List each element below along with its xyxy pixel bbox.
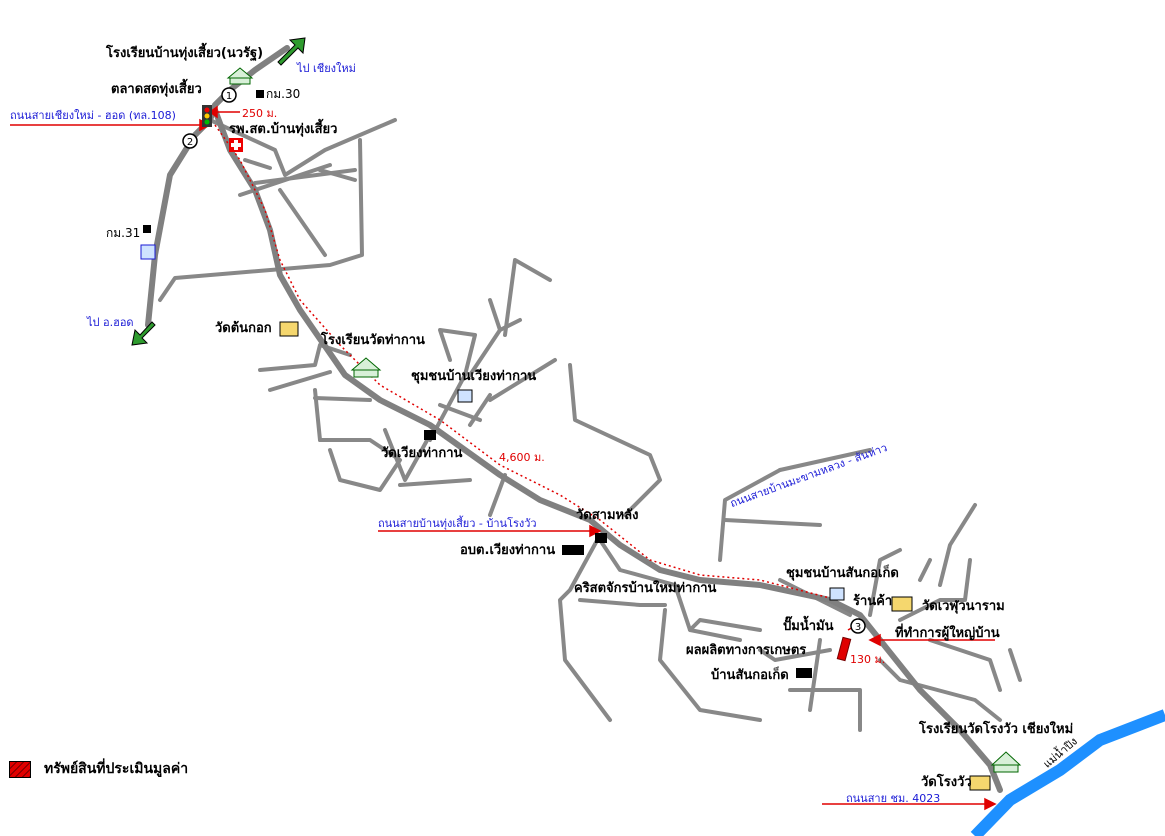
traffic-light-icon <box>202 105 212 127</box>
survey-route <box>214 124 831 599</box>
label-dist-4600: 4,600 ม. <box>499 451 545 464</box>
community-icon <box>457 389 845 601</box>
label-agri-line1: ผลผลิตทางการเกษตร <box>686 643 807 658</box>
label-church: คริสตจักรบ้านใหม่ท่ากาน <box>574 581 717 596</box>
label-dist-250: 250 ม. <box>242 107 278 120</box>
hospital-icon <box>229 138 243 152</box>
label-road-tung-rongwua: ถนนสายบ้านทุ่งเสี้ยว - บ้านโรงวัว <box>378 517 537 530</box>
label-community-san: ชุมชนบ้านสันกอเก็ด <box>786 566 899 581</box>
legend-label: ทรัพย์สินที่ประเมินมูลค่า <box>44 761 189 777</box>
direction-arrow-chiangmai <box>277 37 306 66</box>
marker-2: 2 <box>182 133 198 149</box>
marker-1: 1 <box>221 87 237 103</box>
label-gas: ปั๊มน้ำมัน <box>783 619 834 634</box>
km-post-icon <box>143 90 264 233</box>
market-icon <box>140 244 156 260</box>
label-sao: อบต.เวียงท่ากาน <box>460 543 556 558</box>
marker-3: 3 <box>850 618 866 634</box>
legend-swatch <box>9 761 31 778</box>
label-wat-sam-lang: วัดสามหลัง <box>576 508 639 523</box>
school-icon <box>226 67 1022 773</box>
label-wat-rongwua: วัดโรงวัว <box>921 775 972 790</box>
label-road-4023: ถนนสาย ชม. 4023 <box>846 792 941 805</box>
label-shop: ร้านค้า <box>853 594 893 609</box>
marker-1-label: 1 <box>226 91 232 102</box>
direction-arrow-hot <box>131 321 156 346</box>
label-school-wat-tha-kan: โรงเรียนวัดท่ากาน <box>321 333 425 348</box>
label-to-chiangmai: ไป เชียงใหม่ <box>297 62 356 75</box>
label-agri-line2: บ้านสันกอเก็ด <box>711 668 789 683</box>
label-wat-wedu: วัดเวฬุวนาราม <box>922 599 1005 614</box>
label-road-108: ถนนสายเชียงใหม่ - ฮอด (ทล.108) <box>10 109 176 122</box>
label-headman: ที่ทำการผู้ใหญ่บ้าน <box>895 626 1000 641</box>
marker-2-label: 2 <box>187 137 193 148</box>
label-school-tung-siao: โรงเรียนบ้านทุ่งเสี้ยว(นวรัฐ) <box>106 46 264 61</box>
temple-icon <box>279 321 991 791</box>
asset-marker <box>836 636 852 662</box>
label-km30: กม.30 <box>266 87 301 101</box>
label-km31: กม.31 <box>106 226 141 240</box>
label-to-hot: ไป อ.ฮอด <box>87 316 134 329</box>
label-market: ตลาดสดทุ่งเสี้ยว <box>111 82 202 97</box>
label-wat-ton-kok: วัดต้นกอก <box>215 321 272 336</box>
label-dist-130: 130 ม. <box>850 653 886 666</box>
label-school-rongwua: โรงเรียนวัดโรงวัว เชียงใหม่ <box>919 722 1074 737</box>
building-icon <box>424 430 812 678</box>
river <box>970 709 1165 836</box>
label-hospital: รพ.สต.บ้านทุ่งเสี้ยว <box>229 122 338 137</box>
label-wat-wiang: วัดเวียงท่ากาน <box>381 446 463 461</box>
minor-roads <box>158 118 1022 732</box>
marker-3-label: 3 <box>855 622 861 633</box>
label-community-wiang: ชุมชนบ้านเวียงท่ากาน <box>411 369 537 384</box>
